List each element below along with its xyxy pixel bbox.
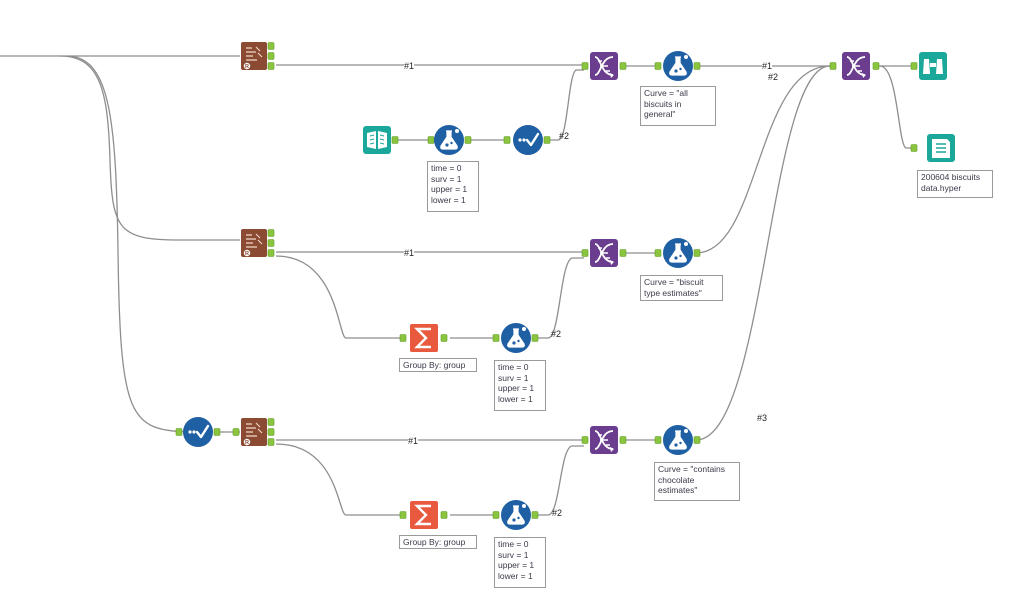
anchor[interactable] bbox=[619, 62, 627, 70]
formula-icon[interactable] bbox=[500, 322, 532, 354]
anchor[interactable] bbox=[581, 436, 589, 444]
anchor[interactable] bbox=[619, 436, 627, 444]
anchor[interactable] bbox=[427, 136, 435, 144]
anchor[interactable] bbox=[399, 334, 407, 342]
formula-icon[interactable] bbox=[662, 50, 694, 82]
anchor[interactable] bbox=[910, 62, 918, 70]
anchor[interactable] bbox=[464, 136, 472, 144]
tool-annotation: Group By: group bbox=[399, 535, 477, 549]
tool-annotation: Curve = "biscuit type estimates" bbox=[640, 275, 723, 301]
r-tool-icon[interactable] bbox=[240, 228, 268, 258]
r-tool-output-anchors[interactable] bbox=[267, 418, 275, 446]
anchor[interactable] bbox=[910, 144, 918, 152]
tool-annotation: Group By: group bbox=[399, 358, 477, 372]
connection-label: #1 bbox=[408, 436, 419, 446]
connection-wires bbox=[0, 55, 912, 516]
anchor[interactable] bbox=[872, 62, 880, 70]
formula-icon[interactable] bbox=[433, 124, 465, 156]
anchor[interactable] bbox=[829, 62, 837, 70]
tool-annotation: Curve = "contains chocolate estimates" bbox=[654, 462, 740, 501]
connection-label: #1 bbox=[404, 61, 415, 71]
tool-annotation: Curve = "all biscuits in general" bbox=[640, 86, 716, 126]
connection-label: #1 bbox=[404, 248, 415, 258]
connection-label: #2 bbox=[551, 329, 562, 339]
anchor[interactable] bbox=[440, 511, 448, 519]
r-tool-output-anchors[interactable] bbox=[267, 229, 275, 257]
formula-icon[interactable] bbox=[662, 237, 694, 269]
anchor[interactable] bbox=[693, 436, 701, 444]
union-icon[interactable] bbox=[589, 51, 619, 81]
select-icon[interactable] bbox=[181, 415, 215, 449]
anchor[interactable] bbox=[543, 136, 551, 144]
text-input-icon[interactable] bbox=[362, 125, 392, 155]
union-icon[interactable] bbox=[841, 51, 871, 81]
anchor[interactable] bbox=[581, 249, 589, 257]
connection-label: #2 bbox=[552, 508, 563, 518]
r-tool-icon[interactable] bbox=[240, 41, 268, 71]
anchor[interactable] bbox=[492, 511, 500, 519]
anchor[interactable] bbox=[581, 62, 589, 70]
anchor[interactable] bbox=[693, 249, 701, 257]
anchor[interactable] bbox=[531, 511, 539, 519]
formula-icon[interactable] bbox=[662, 424, 694, 456]
anchor[interactable] bbox=[391, 136, 399, 144]
anchor[interactable] bbox=[654, 62, 662, 70]
anchor[interactable] bbox=[693, 62, 701, 70]
formula-icon[interactable] bbox=[500, 499, 532, 531]
connection-label: #1 bbox=[762, 61, 773, 71]
connection-label: #3 bbox=[757, 413, 768, 423]
select-icon[interactable] bbox=[511, 123, 545, 157]
connection-label: #2 bbox=[768, 72, 779, 82]
union-icon[interactable] bbox=[589, 425, 619, 455]
anchor[interactable] bbox=[503, 136, 511, 144]
anchor[interactable] bbox=[175, 428, 183, 436]
anchor[interactable] bbox=[213, 428, 221, 436]
anchor[interactable] bbox=[492, 334, 500, 342]
union-icon[interactable] bbox=[589, 238, 619, 268]
anchor[interactable] bbox=[232, 428, 240, 436]
r-tool-icon[interactable] bbox=[240, 417, 268, 447]
anchor[interactable] bbox=[440, 334, 448, 342]
tool-annotation: time = 0 surv = 1 upper = 1 lower = 1 bbox=[494, 537, 546, 588]
anchor[interactable] bbox=[619, 249, 627, 257]
anchor[interactable] bbox=[654, 249, 662, 257]
summarize-icon[interactable] bbox=[408, 322, 440, 354]
connection-label: #2 bbox=[559, 131, 570, 141]
browse-icon[interactable] bbox=[919, 52, 947, 80]
tool-annotation: time = 0 surv = 1 upper = 1 lower = 1 bbox=[494, 360, 546, 411]
summarize-icon[interactable] bbox=[408, 499, 440, 531]
output-icon[interactable] bbox=[926, 133, 956, 163]
anchor[interactable] bbox=[399, 511, 407, 519]
anchor[interactable] bbox=[531, 334, 539, 342]
tool-annotation: 200604 biscuits data.hyper bbox=[917, 170, 993, 198]
r-tool-output-anchors[interactable] bbox=[267, 42, 275, 70]
anchor[interactable] bbox=[654, 436, 662, 444]
tool-annotation: time = 0 surv = 1 upper = 1 lower = 1 bbox=[427, 161, 479, 212]
